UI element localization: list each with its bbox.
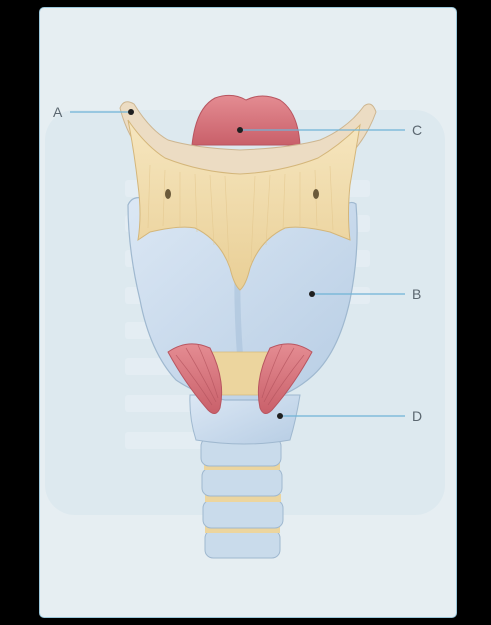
epiglottis: [191, 94, 301, 146]
muscle-fibers: [175, 344, 305, 406]
trachea: [200, 437, 284, 559]
label-b: B: [412, 286, 421, 302]
thyroid-foramen-right: [313, 189, 319, 199]
cartilage-texture: [147, 164, 334, 263]
label-d: D: [412, 408, 422, 424]
thyroid-foramen-left: [165, 189, 171, 199]
label-c: C: [412, 122, 422, 138]
thyroid-cartilage-upper: [127, 119, 361, 291]
label-dots: [128, 109, 315, 419]
label-a: A: [53, 104, 63, 120]
leader-lines: [70, 111, 405, 417]
